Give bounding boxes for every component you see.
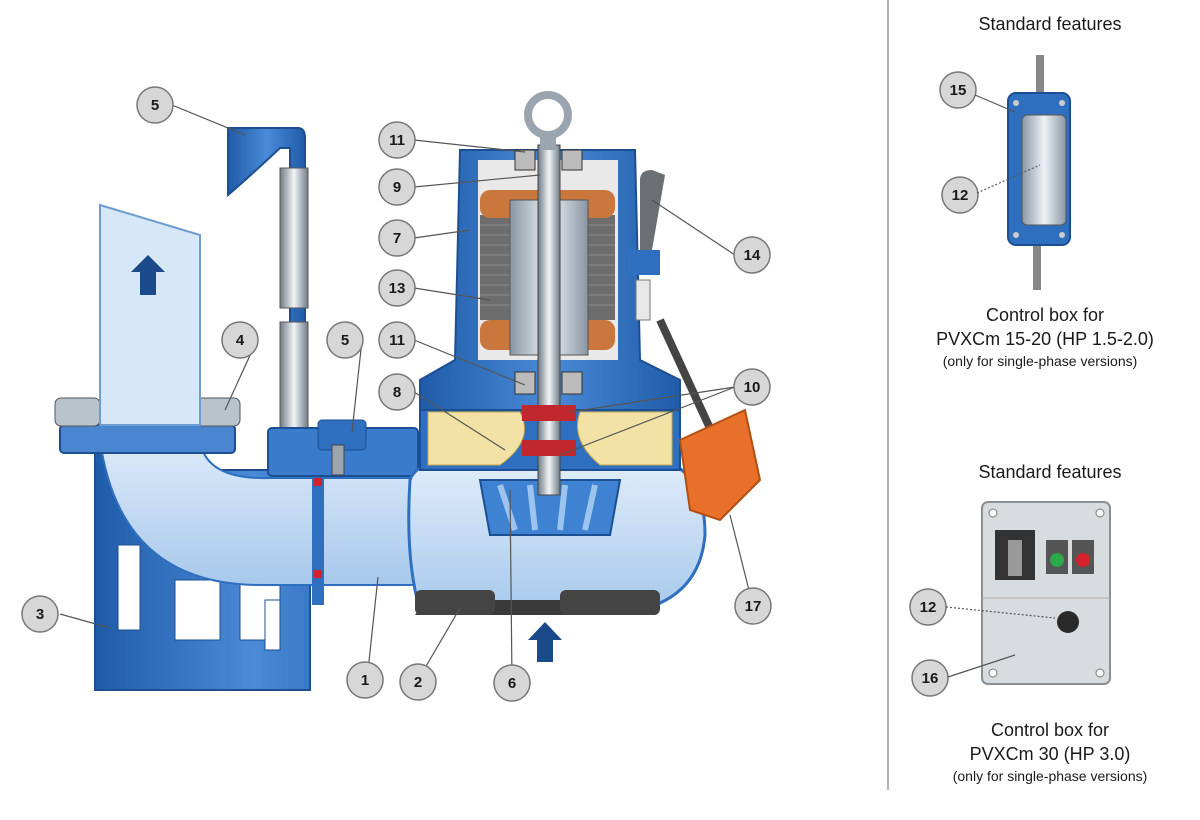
callout-5-coupling: 5 <box>326 321 364 359</box>
svg-text:5: 5 <box>151 97 159 114</box>
callout-10: 10 <box>733 368 771 406</box>
callout-12-panel: 12 <box>909 588 947 626</box>
control-box-panel <box>981 501 1111 685</box>
leader-16 <box>947 654 1016 678</box>
callout-3: 3 <box>21 595 59 633</box>
callout-16: 16 <box>911 659 949 697</box>
svg-text:7: 7 <box>393 230 401 247</box>
callout-15: 15 <box>939 71 977 109</box>
callout-2: 2 <box>399 663 437 701</box>
leader-lines <box>59 104 754 681</box>
svg-text:11: 11 <box>389 132 405 149</box>
svg-text:12: 12 <box>920 599 937 616</box>
lower-bearing <box>514 371 583 395</box>
callout-11-upper: 11 <box>378 121 416 159</box>
bottom-panel-caption-line1: Control box for <box>990 720 1110 740</box>
control-box-slim <box>1007 55 1071 290</box>
impeller <box>478 479 622 536</box>
bottom-panel-note: (only for single-phase versions) <box>952 768 1148 784</box>
svg-text:5: 5 <box>341 332 349 349</box>
top-panel-caption-line1: Control box for <box>985 305 1105 325</box>
svg-text:3: 3 <box>36 606 44 623</box>
bottom-panel-header: Standard features <box>978 462 1122 482</box>
top-panel-note: (only for single-phase versions) <box>942 353 1138 369</box>
svg-text:14: 14 <box>744 247 761 264</box>
callout-12-slim: 12 <box>941 176 979 214</box>
inlet-arrow-icon <box>528 622 562 662</box>
svg-text:15: 15 <box>950 82 967 99</box>
svg-text:13: 13 <box>389 280 406 297</box>
svg-text:12: 12 <box>952 187 969 204</box>
callout-7: 7 <box>378 219 416 257</box>
svg-text:10: 10 <box>744 379 761 396</box>
svg-text:16: 16 <box>922 670 939 687</box>
svg-text:9: 9 <box>393 179 401 196</box>
callout-6: 6 <box>493 664 531 702</box>
svg-text:17: 17 <box>745 598 762 615</box>
coupling-bracket <box>267 419 419 477</box>
top-panel-header: Standard features <box>978 14 1122 34</box>
callout-17: 17 <box>734 587 772 625</box>
riser-pipe <box>99 203 201 426</box>
bottom-panel-caption-line2: PVXCm 30 (HP 3.0) <box>969 744 1131 764</box>
callout-9: 9 <box>378 168 416 206</box>
upper-bearing <box>514 149 583 171</box>
callout-4: 4 <box>221 321 259 359</box>
callout-13: 13 <box>378 269 416 307</box>
flow-arrow-icon <box>131 255 165 295</box>
ring-icon <box>524 91 572 150</box>
svg-text:4: 4 <box>236 332 245 349</box>
leader-12-slim <box>976 164 1041 194</box>
top-panel-caption-line2: PVXCm 15-20 (HP 1.5-2.0) <box>936 329 1154 349</box>
leader-15 <box>974 94 1016 113</box>
float-switch <box>656 318 762 522</box>
svg-text:2: 2 <box>414 674 422 691</box>
svg-text:6: 6 <box>508 675 516 692</box>
callout-8: 8 <box>378 373 416 411</box>
cable-gland <box>628 170 665 321</box>
callout-1: 1 <box>346 661 384 699</box>
svg-text:1: 1 <box>361 672 369 689</box>
svg-text:8: 8 <box>393 384 401 401</box>
callout-5-bracket: 5 <box>136 86 174 124</box>
callout-11-lower: 11 <box>378 321 416 359</box>
callout-14: 14 <box>733 236 771 274</box>
svg-text:11: 11 <box>389 332 405 349</box>
mechanical-seals <box>522 405 576 456</box>
